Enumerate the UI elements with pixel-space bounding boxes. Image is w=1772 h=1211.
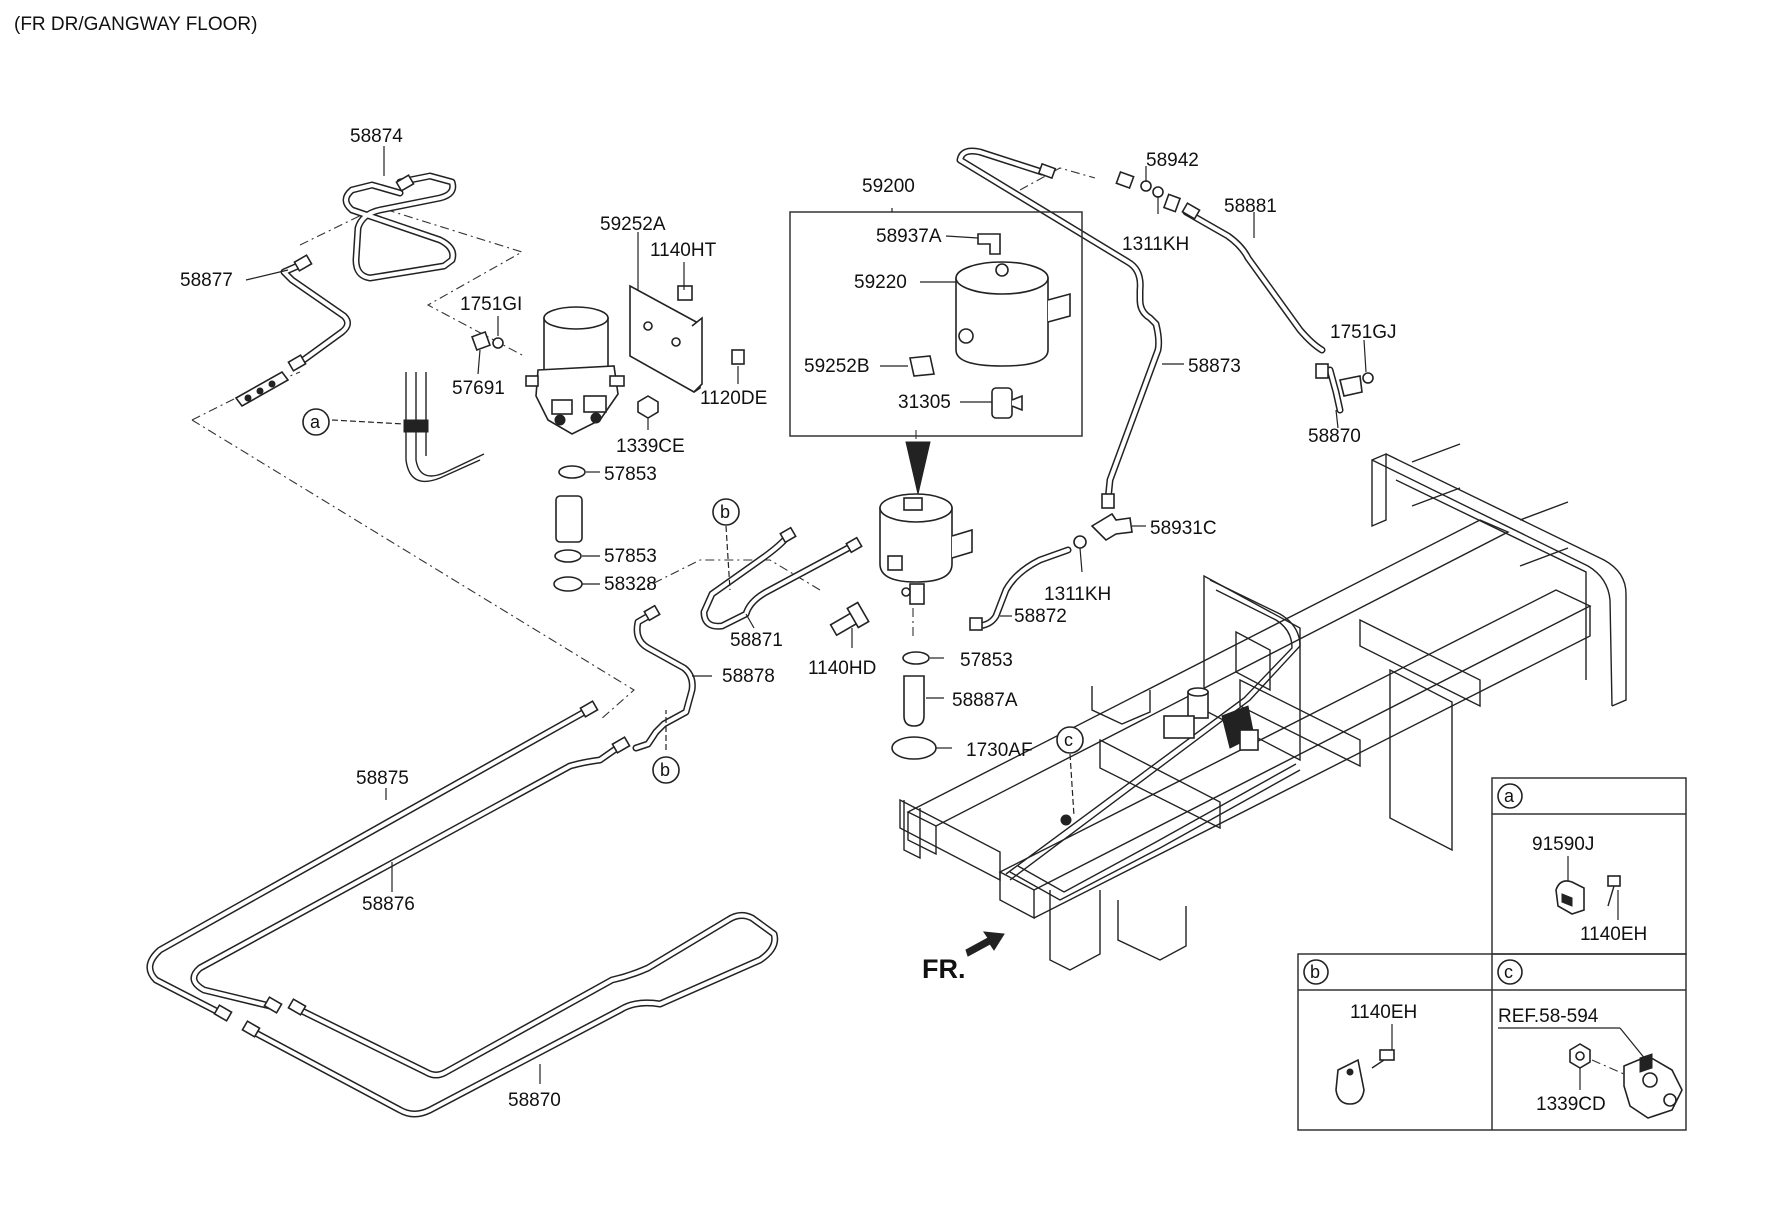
svg-text:c: c: [1064, 730, 1073, 750]
pipe-58871: [700, 532, 856, 630]
tube-bundle-a: [403, 372, 485, 483]
front-direction-indicator: FR.: [922, 931, 1005, 984]
pipe-58872: [972, 546, 1072, 630]
label-57853-a: 57853: [604, 464, 657, 485]
label-58881: 58881: [1224, 196, 1277, 217]
label-58873: 58873: [1188, 356, 1241, 377]
svg-text:a: a: [1504, 786, 1515, 806]
label-58942: 58942: [1146, 150, 1199, 171]
svg-text:c: c: [1504, 962, 1513, 982]
pipe-58877: [280, 261, 351, 368]
label-1140HT: 1140HT: [650, 240, 717, 261]
panel-c-part-1339CD: 1339CD: [1536, 1094, 1606, 1115]
box-pointer: [905, 441, 931, 495]
label-58937A: 58937A: [876, 226, 942, 247]
label-57853-b: 57853: [604, 546, 657, 567]
label-58870-b: 58870: [508, 1090, 561, 1111]
label-31305: 31305: [898, 392, 951, 413]
label-58874: 58874: [350, 126, 403, 147]
pipe-58881: [1182, 208, 1326, 354]
detail-panel-b: b 1140EH: [1303, 959, 1417, 1105]
detail-panel-a: a 91590J 1140EH: [1497, 783, 1647, 945]
svg-text:b: b: [1310, 962, 1320, 982]
fitting-57691: [471, 331, 504, 351]
reservoir-detail-box: [789, 211, 1083, 437]
pipe-58875: [146, 706, 592, 1018]
label-58870-a: 58870: [1308, 426, 1361, 447]
panel-a-part-91590J: 91590J: [1532, 834, 1594, 855]
svg-text:b: b: [720, 502, 730, 522]
bolt-1140HD: [829, 601, 870, 637]
label-57853-c: 57853: [960, 650, 1013, 671]
label-58875: 58875: [356, 768, 409, 789]
label-58871: 58871: [730, 630, 783, 651]
label-58887A: 58887A: [952, 690, 1018, 711]
air-dryer-assembly: [525, 306, 625, 435]
part-labels: 58874 58877 59252A 1140HT 1751GI 57691 1…: [180, 126, 1397, 1111]
hose-clamps-left: [553, 465, 586, 592]
panel-b-part-1140EH: 1140EH: [1350, 1002, 1417, 1023]
svg-text:b: b: [660, 760, 670, 780]
label-59252B: 59252B: [804, 356, 870, 377]
label-58878: 58878: [722, 666, 775, 687]
pipe-58878: [632, 610, 696, 752]
callout-c: c: [1056, 726, 1084, 754]
label-58328: 58328: [604, 574, 657, 595]
front-direction-label: FR.: [922, 954, 966, 984]
drain-hose-parts: [891, 651, 937, 760]
fittings-1751GJ: [1339, 372, 1374, 397]
tee-58931C: [1073, 512, 1133, 549]
pipe-58870-long: [246, 911, 779, 1118]
fittings-58942: [1115, 170, 1182, 213]
label-57691: 57691: [452, 378, 505, 399]
label-1120DE: 1120DE: [700, 388, 767, 409]
label-1311KH-a: 1311KH: [1122, 234, 1189, 255]
label-58876: 58876: [362, 894, 415, 915]
callout-b-top: b: [712, 498, 740, 526]
callout-a: a: [302, 408, 330, 436]
pipe-58874: [342, 172, 457, 282]
pipe-fittings: [213, 162, 1329, 1038]
diagram-title: (FR DR/GANGWAY FLOOR): [14, 14, 257, 35]
detail-panels: [1297, 777, 1687, 1131]
label-1730AF: 1730AF: [966, 740, 1033, 761]
label-59200: 59200: [862, 176, 915, 197]
pipe-58873: [956, 147, 1163, 504]
callout-b-bottom: b: [652, 756, 680, 784]
label-1311KH-b: 1311KH: [1044, 584, 1111, 605]
label-1751GI: 1751GI: [460, 294, 522, 315]
panel-a-part-1140EH: 1140EH: [1580, 924, 1647, 945]
label-58877: 58877: [180, 270, 233, 291]
tank-installed: [879, 493, 973, 605]
pipe-58876: [190, 742, 624, 1010]
pipe-58870-short: [1326, 366, 1344, 414]
label-58931C: 58931C: [1150, 518, 1217, 539]
label-1140HD: 1140HD: [808, 658, 876, 679]
label-1339CE: 1339CE: [616, 436, 685, 457]
label-1751GJ: 1751GJ: [1330, 322, 1397, 343]
label-58872: 58872: [1014, 606, 1067, 627]
detail-panel-c: c REF.58-594 1339CD: [1497, 959, 1683, 1119]
manifold-block: [234, 370, 290, 408]
svg-text:a: a: [310, 412, 321, 432]
leader-lines: [245, 146, 1367, 1084]
label-59220: 59220: [854, 272, 907, 293]
panel-c-reference: REF.58-594: [1498, 1006, 1599, 1027]
label-59252A: 59252A: [600, 214, 666, 235]
chassis-frame: [899, 443, 1627, 971]
bracket-59252A: [629, 284, 703, 393]
